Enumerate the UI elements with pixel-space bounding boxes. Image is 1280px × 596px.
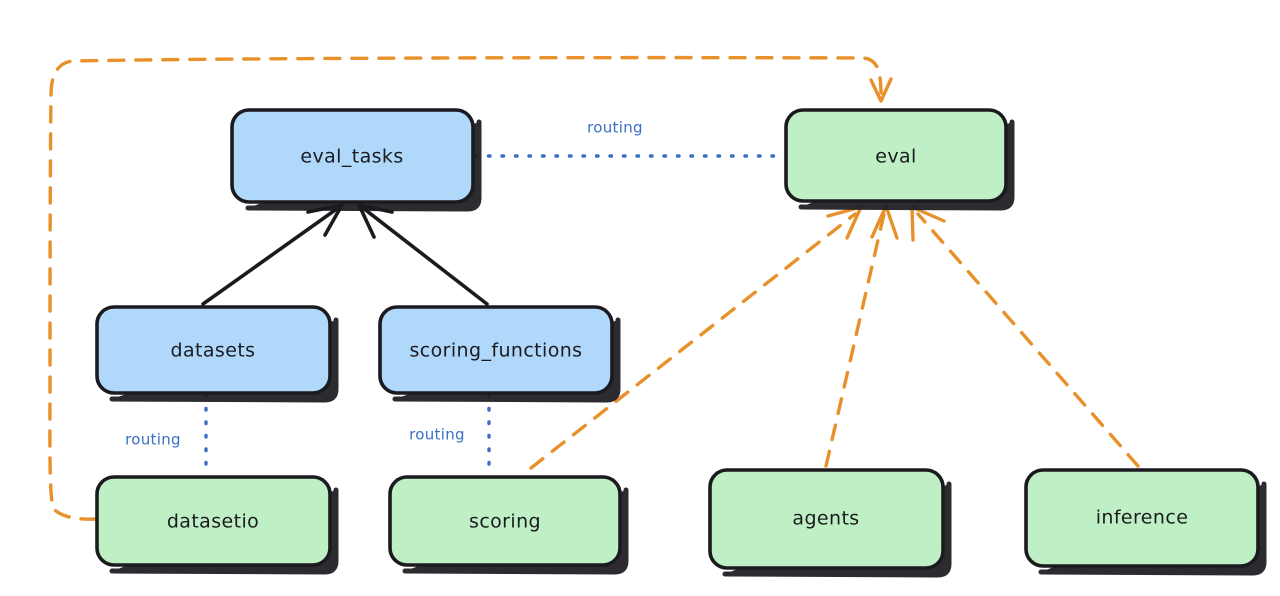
node-inference[interactable]: inference	[1024, 468, 1267, 576]
edge-datasets-to-eval-tasks	[201, 203, 344, 306]
node-datasetio[interactable]: datasetio	[95, 475, 339, 575]
node-scoring-functions[interactable]: scoring_functions	[378, 305, 621, 403]
node-eval-tasks-label: eval_tasks	[300, 146, 403, 168]
edge-agents-to-eval	[824, 204, 899, 468]
node-inference-label: inference	[1096, 507, 1189, 529]
edge-scoring-functions-to-eval-tasks	[357, 203, 489, 306]
node-agents-label: agents	[792, 508, 859, 530]
edge-label-routing-eval-tasks: routing	[587, 119, 643, 137]
edge-inference-to-eval	[910, 205, 1140, 468]
node-datasets[interactable]: datasets	[95, 305, 339, 403]
node-eval[interactable]: eval	[784, 108, 1015, 211]
edge-label-routing-datasets: routing	[125, 431, 181, 449]
node-eval-label: eval	[875, 146, 916, 168]
node-scoring-label: scoring	[469, 511, 541, 533]
edge-label-routing-scoring-functions: routing	[409, 426, 465, 444]
node-datasetio-label: datasetio	[167, 511, 259, 533]
node-eval-tasks[interactable]: eval_tasks	[230, 108, 482, 212]
node-scoring[interactable]: scoring	[388, 475, 629, 575]
node-agents[interactable]: agents	[708, 468, 952, 578]
edge-datasetio-to-eval	[48, 55, 893, 521]
node-scoring-functions-label: scoring_functions	[410, 340, 583, 362]
node-datasets-label: datasets	[171, 340, 256, 362]
